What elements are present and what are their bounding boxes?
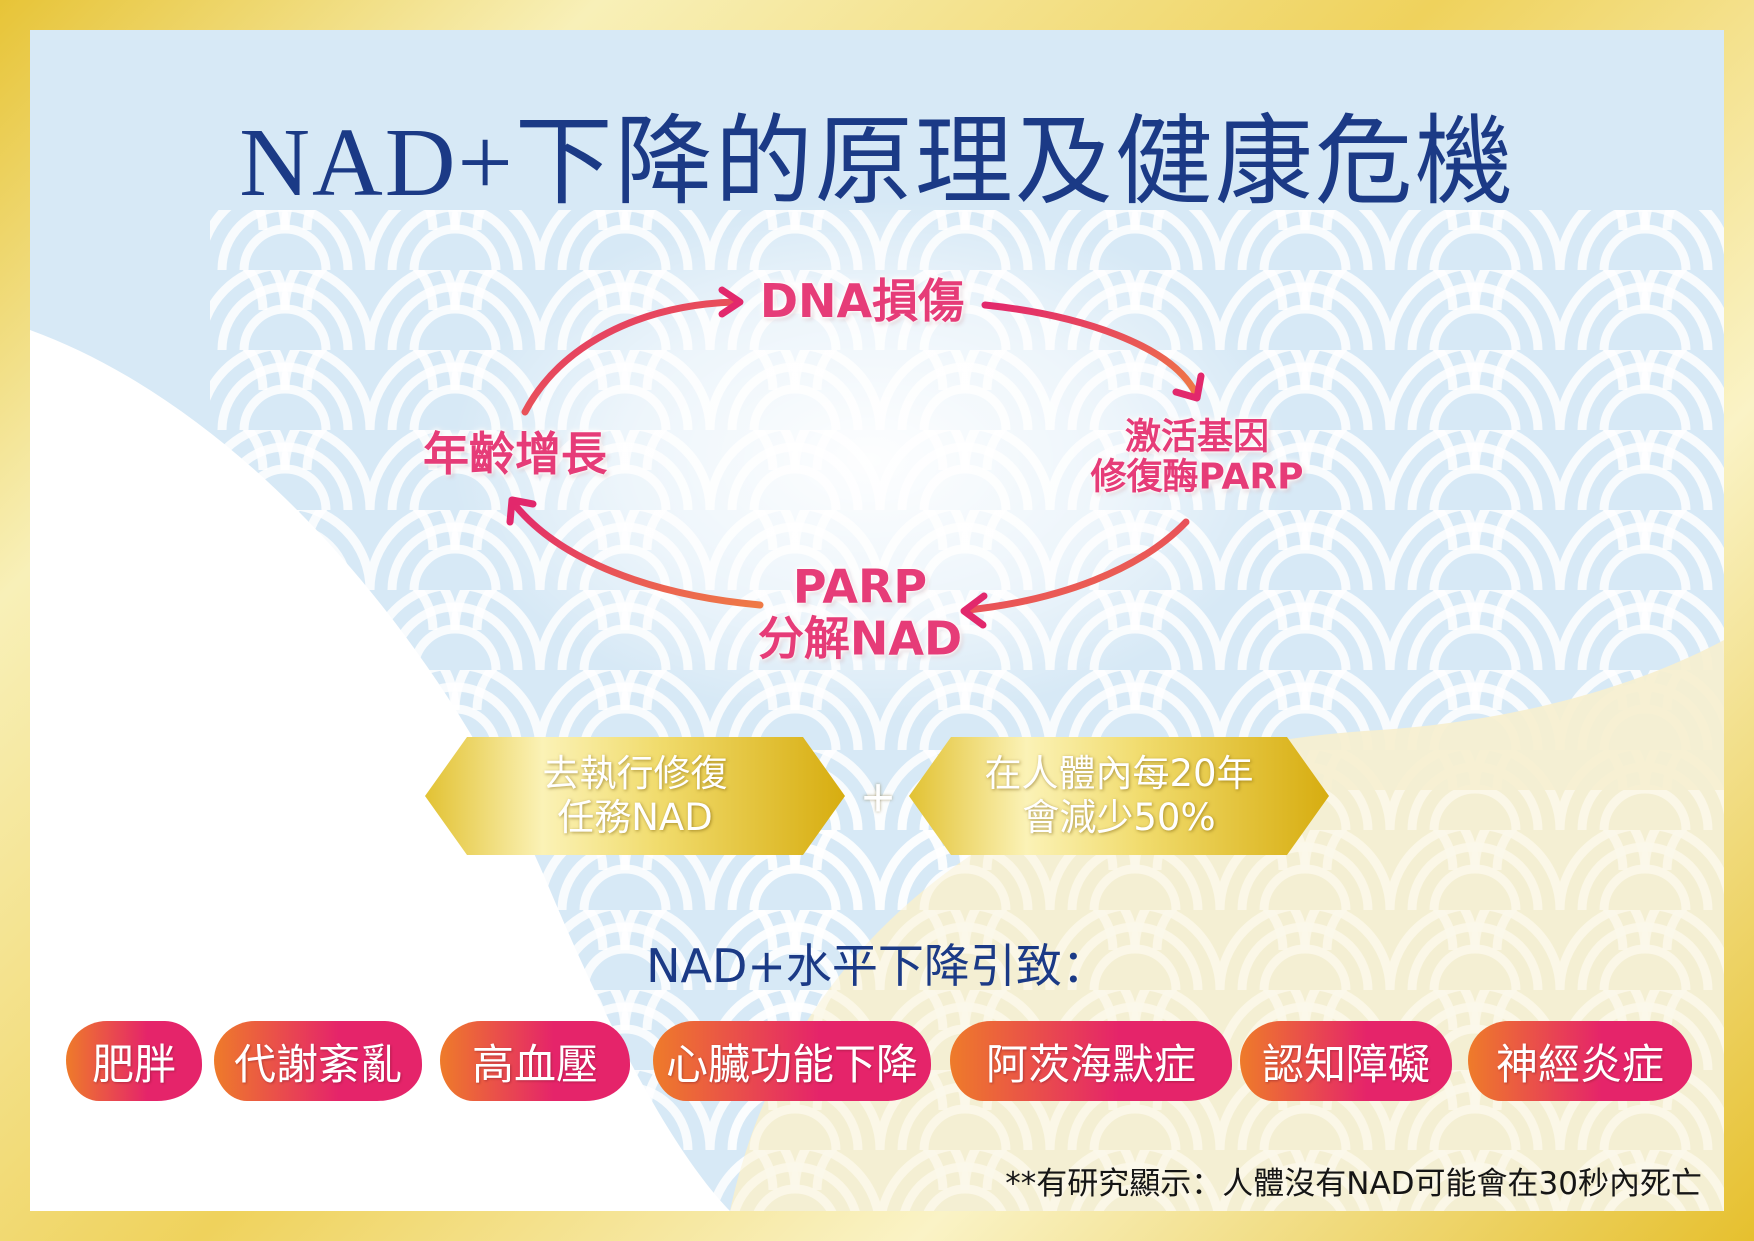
mechanism-box-repair: 去執行修復 任務NAD [425,737,845,855]
consequence-tag-metabolic-disorder: 代謝紊亂 [214,1021,422,1101]
arc-parp-to-aging [515,505,760,605]
activate-line-2: 修復酶PARP [1090,458,1303,498]
mechanism-box-decline: 在人體內每20年 會減少50% [909,737,1329,855]
mechanism-left-line-1: 去執行修復 [543,752,728,796]
activate-line-1: 激活基因 [1090,418,1303,458]
research-footnote: **有研究顯示：人體沒有NAD可能會在30秒內死亡 [1005,1158,1702,1203]
cycle-node-dna-damage: DNA損傷 [760,276,964,328]
consequence-tag-alzheimers: 阿茨海默症 [950,1021,1232,1101]
cycle-node-parp-breakdown: PARP 分解NAD [758,561,962,664]
plus-sign: + [860,772,897,823]
mechanism-right-line-1: 在人體內每20年 [984,752,1253,796]
mechanism-left-line-2: 任務NAD [557,796,712,840]
arc-aging-to-dna [525,302,735,412]
consequences-heading: NAD+水平下降引致： [0,930,1754,996]
consequence-tag-heart-decline: 心臟功能下降 [653,1021,931,1101]
consequence-tag-cognitive-impairment: 認知障礙 [1240,1021,1452,1101]
consequence-tag-obesity: 肥胖 [66,1021,202,1101]
mechanism-right-line-2: 會減少50% [1022,796,1215,840]
parp-line-2: 分解NAD [758,613,962,665]
arc-dna-to-activate [985,305,1195,392]
parp-line-1: PARP [758,561,962,613]
cycle-node-aging: 年齡增長 [423,429,607,481]
consequence-tag-neuroinflammation: 神經炎症 [1468,1021,1692,1101]
consequence-tag-hypertension: 高血壓 [440,1021,630,1101]
cycle-node-activate-parp: 激活基因 修復酶PARP [1090,418,1303,499]
arc-activate-to-parp [968,522,1186,610]
